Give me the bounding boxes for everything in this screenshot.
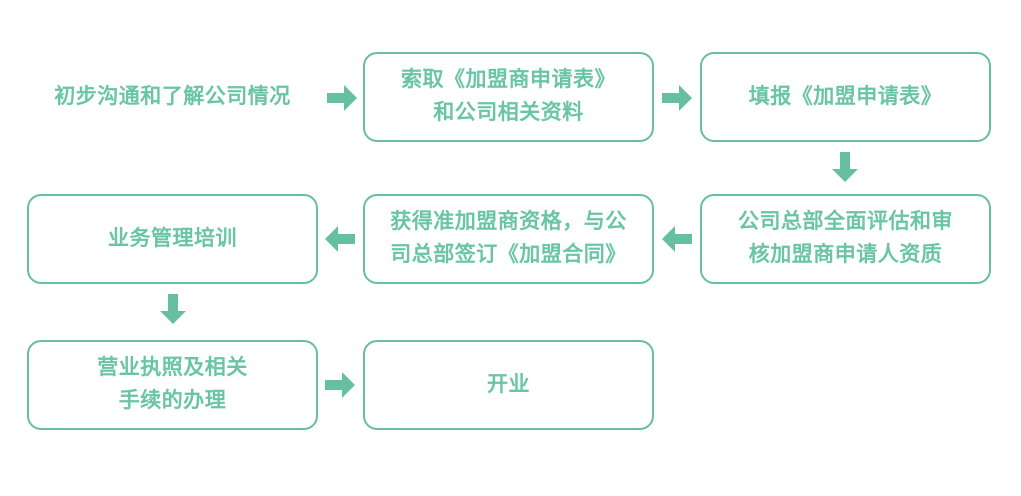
- flow-node-step-5[interactable]: 获得准加盟商资格，与公 司总部签订《加盟合同》: [363, 194, 654, 284]
- flow-node-label: 公司总部全面评估和审 核加盟商申请人资质: [738, 210, 953, 266]
- flow-node-step-2[interactable]: 索取《加盟商申请表》 和公司相关资料: [363, 52, 654, 142]
- arrow-left-icon: [662, 226, 692, 252]
- flow-node-step-3[interactable]: 填报《加盟申请表》: [700, 52, 991, 142]
- flow-node-label: 营业执照及相关 手续的办理: [97, 356, 248, 412]
- flow-node-label: 开业: [487, 372, 530, 396]
- arrow-left-icon: [325, 226, 355, 252]
- flow-node-step-7[interactable]: 营业执照及相关 手续的办理: [27, 340, 318, 430]
- flow-node-label: 索取《加盟商申请表》 和公司相关资料: [401, 68, 616, 124]
- arrow-right-icon: [662, 85, 692, 111]
- flow-node-step-4[interactable]: 公司总部全面评估和审 核加盟商申请人资质: [700, 194, 991, 284]
- flow-node-label: 业务管理培训: [108, 226, 237, 250]
- flow-node-label: 获得准加盟商资格，与公 司总部签订《加盟合同》: [390, 210, 627, 266]
- flow-node-label: 初步沟通和了解公司情况: [54, 84, 291, 108]
- arrow-down-icon: [832, 152, 858, 182]
- arrow-down-icon: [160, 294, 186, 324]
- flow-node-label: 填报《加盟申请表》: [748, 84, 943, 108]
- flow-node-step-1: 初步沟通和了解公司情况: [27, 56, 318, 138]
- flow-node-step-6[interactable]: 业务管理培训: [27, 194, 318, 284]
- arrow-right-icon: [325, 372, 355, 398]
- arrow-right-icon: [327, 85, 357, 111]
- flow-node-step-8[interactable]: 开业: [363, 340, 654, 430]
